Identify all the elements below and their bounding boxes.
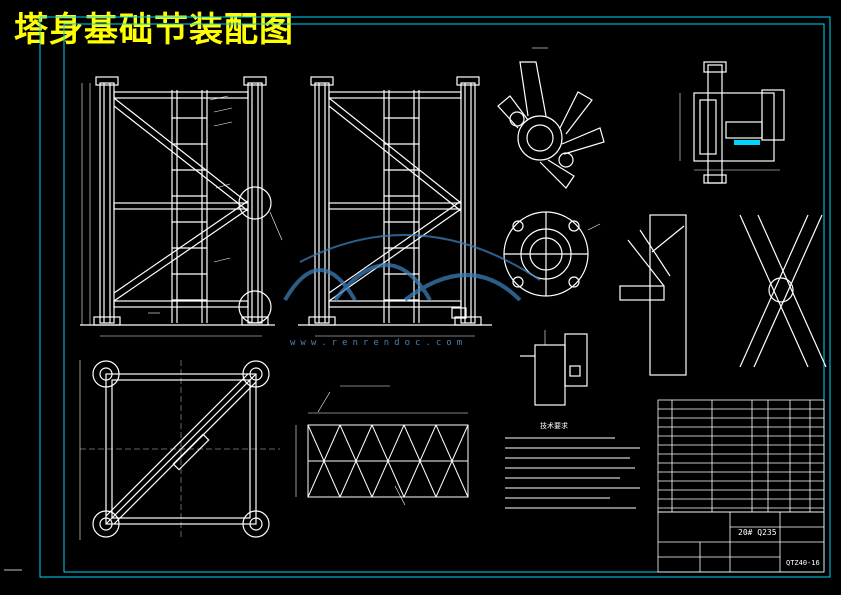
plan-view <box>79 360 280 540</box>
ladder-layout-view <box>295 385 469 506</box>
section-b-view <box>497 47 605 189</box>
outer-frame <box>39 16 831 578</box>
watermark-logo <box>283 234 541 302</box>
detail-views <box>619 214 827 376</box>
title-block <box>657 511 825 573</box>
bb-highlight <box>734 140 760 145</box>
section-dd-view <box>520 330 588 406</box>
watermark-text: www.renrendoc.com <box>290 338 467 348</box>
notes-heading: 技术要求 <box>540 421 568 430</box>
drawing-number: QTZ40-16 <box>786 559 820 567</box>
section-cc-view <box>503 211 601 297</box>
parts-list-table <box>657 399 825 513</box>
technical-notes <box>505 437 640 509</box>
section-bb-view <box>679 61 785 184</box>
front-elevation-view <box>80 76 283 337</box>
inner-frame <box>63 23 825 573</box>
material-spec: 20# Q235 <box>738 528 777 537</box>
side-elevation-view <box>298 76 492 337</box>
